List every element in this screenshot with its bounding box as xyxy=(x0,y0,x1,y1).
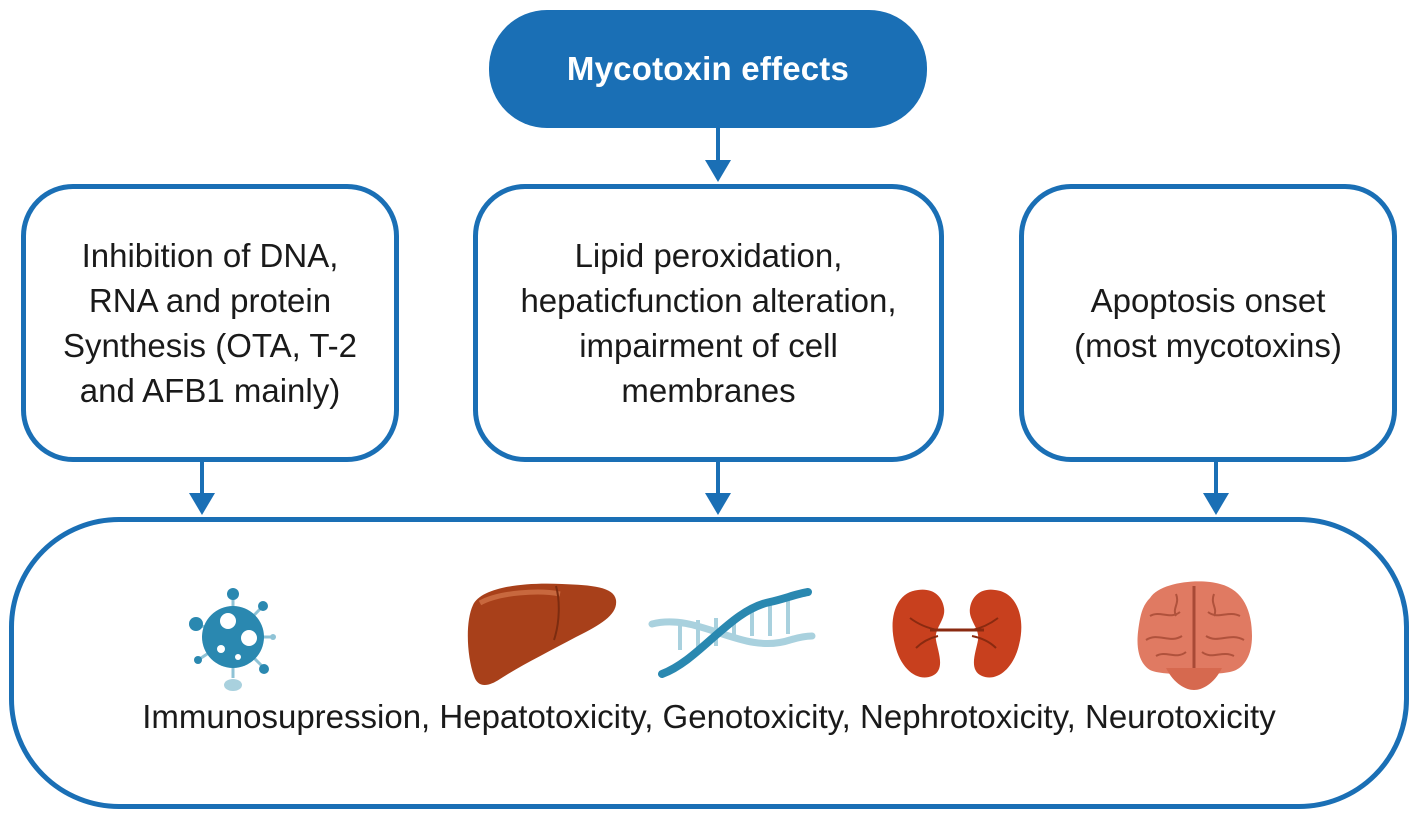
title-pill: Mycotoxin effects xyxy=(489,10,927,128)
mechanism-line: Inhibition of DNA, xyxy=(81,237,339,274)
kidneys-icon xyxy=(892,589,1022,678)
mechanism-line: hepaticfunction alteration, xyxy=(520,282,897,319)
liver-icon xyxy=(467,583,617,686)
dna-icon xyxy=(648,588,816,678)
mechanism-text: Apoptosis onset (most mycotoxins) xyxy=(1074,278,1342,368)
mechanism-line: membranes xyxy=(621,372,796,409)
mechanism-box-synthesis-inhibition: Inhibition of DNA, RNA and protein Synth… xyxy=(21,184,399,462)
mechanism-line: impairment of cell xyxy=(579,327,838,364)
effects-list: Immunosupression, Hepatotoxicity, Genoto… xyxy=(142,698,1276,735)
mechanism-line: (most mycotoxins) xyxy=(1074,327,1342,364)
virus-icon xyxy=(189,588,276,691)
brain-icon xyxy=(1137,581,1252,690)
diagram-title: Mycotoxin effects xyxy=(566,50,850,87)
mechanism-text: Lipid peroxidation, hepaticfunction alte… xyxy=(520,233,896,413)
mechanism-line: and AFB1 mainly) xyxy=(79,372,341,409)
mechanism-box-apoptosis: Apoptosis onset (most mycotoxins) xyxy=(1019,184,1397,462)
mechanism-line: Apoptosis onset xyxy=(1090,282,1326,319)
mechanism-text: Inhibition of DNA, RNA and protein Synth… xyxy=(63,233,357,413)
mechanism-box-lipid-peroxidation: Lipid peroxidation, hepaticfunction alte… xyxy=(473,184,944,462)
mechanism-line: Synthesis (OTA, T-2 xyxy=(62,327,358,364)
mechanism-line: Lipid peroxidation, xyxy=(574,237,843,274)
mechanism-line: RNA and protein xyxy=(88,282,332,319)
